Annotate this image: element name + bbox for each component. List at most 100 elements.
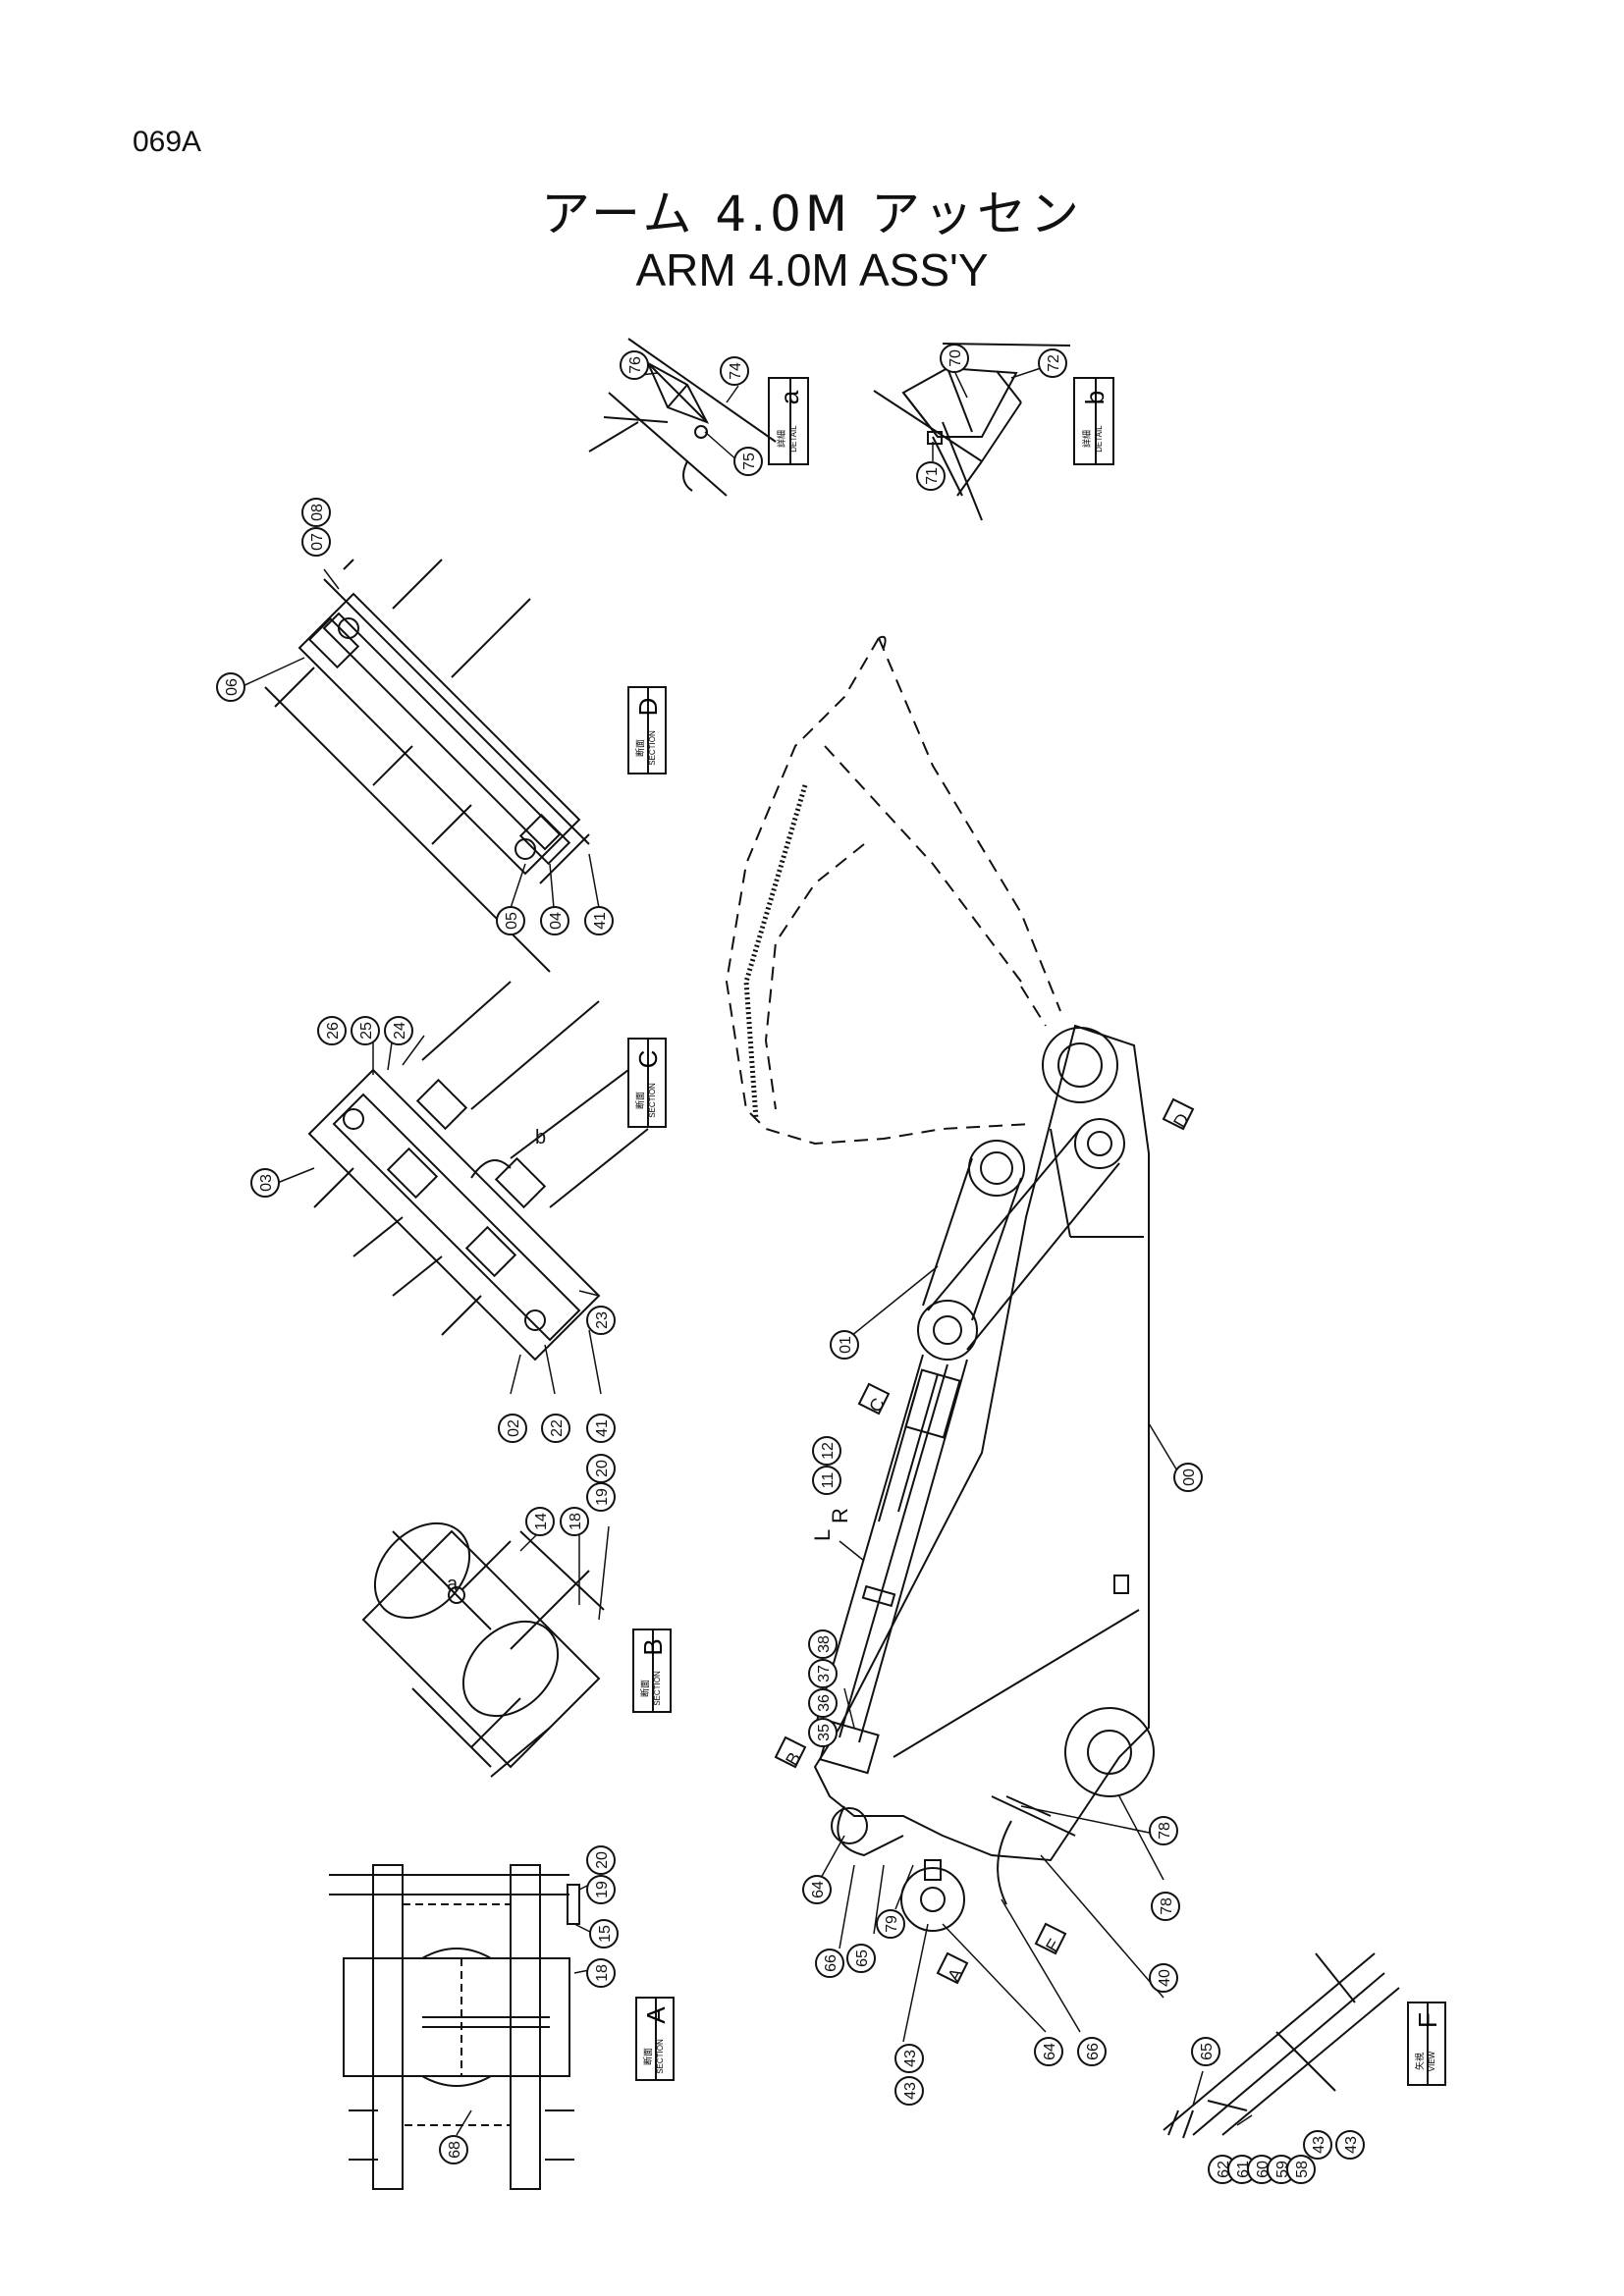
view-caption-letter: A <box>641 2006 671 2024</box>
view-caption-en: SECTION <box>648 730 657 766</box>
callout-circle <box>815 1949 844 1978</box>
view-caption-jp: 矢視 <box>1414 2053 1425 2070</box>
callout-number: 43 <box>1343 2136 1360 2154</box>
callout-15: 15 <box>589 1919 619 1949</box>
view-caption-letter: C <box>633 1050 663 1069</box>
view-arrows <box>774 1097 1195 1985</box>
marker-letter-a: a <box>447 1574 459 1595</box>
callout-number: 00 <box>1181 1468 1198 1486</box>
callout-number: 58 <box>1294 2161 1311 2178</box>
callout-circle <box>560 1507 589 1536</box>
callout-circle <box>586 1454 616 1483</box>
page-title-jp: アーム 4.0M アッセン <box>541 186 1083 242</box>
callout-number: 78 <box>1157 1822 1173 1840</box>
callout-75: 75 <box>733 447 763 476</box>
view-caption-en: SECTION <box>656 2039 665 2074</box>
callout-76: 76 <box>620 350 649 380</box>
callout-36: 36 <box>808 1688 838 1718</box>
callout-65: 65 <box>1191 2037 1220 2066</box>
callout-number: 14 <box>533 1513 550 1530</box>
callout-circle <box>733 447 763 476</box>
callout-number: 11 <box>820 1472 837 1489</box>
arrow-letter-b: B <box>782 1749 804 1769</box>
callout-20: 20 <box>586 1454 616 1483</box>
section-c-label <box>627 1038 667 1128</box>
callout-00: 00 <box>1173 1463 1203 1492</box>
callout-number: 19 <box>594 1488 611 1506</box>
callout-circle <box>1335 2130 1365 2160</box>
callout-circle <box>584 906 614 935</box>
callout-circle <box>586 1845 616 1875</box>
arrow-letter-e: E <box>1042 1936 1064 1955</box>
callout-circle <box>1151 1892 1180 1921</box>
callout-circle <box>541 1414 570 1443</box>
callout-circle <box>439 2135 468 2164</box>
arrow-letter-d: D <box>1169 1110 1193 1131</box>
callout-07: 07 <box>301 527 331 557</box>
callout-number: 38 <box>816 1635 833 1653</box>
callout-number: 25 <box>358 1022 375 1040</box>
bucket-link <box>917 1118 1125 1361</box>
callout-circle <box>808 1629 838 1659</box>
callout-41: 41 <box>586 1414 616 1443</box>
callout-number: 01 <box>838 1336 854 1354</box>
callout-number: 68 <box>447 2141 463 2159</box>
callout-circle <box>1077 2037 1107 2066</box>
callout-circle <box>808 1659 838 1688</box>
callout-number: 36 <box>816 1694 833 1712</box>
callout-06: 06 <box>216 672 245 702</box>
callout-number: 22 <box>549 1419 566 1437</box>
view-caption-letter: a <box>775 390 804 404</box>
callout-circle <box>1034 2037 1063 2066</box>
callout-18: 18 <box>586 1958 616 1988</box>
callout-number: 66 <box>1085 2043 1102 2060</box>
view-caption-en: DETAIL <box>789 425 798 453</box>
callout-number: 64 <box>1042 2043 1058 2060</box>
callout-number: 19 <box>594 1881 611 1898</box>
callout-number: 78 <box>1159 1897 1175 1915</box>
callout-number: 43 <box>902 2082 919 2100</box>
callout-circle <box>808 1688 838 1718</box>
callout-circle <box>1303 2130 1332 2160</box>
callout-number: 76 <box>627 356 644 374</box>
callout-circle <box>586 1414 616 1443</box>
callout-number: 65 <box>1199 2043 1216 2060</box>
callout-43: 43 <box>894 2076 924 2106</box>
callout-circle <box>384 1016 413 1045</box>
callout-70: 70 <box>940 344 969 373</box>
callout-circle <box>720 356 749 386</box>
view-caption-jp: 断面 <box>642 2048 653 2065</box>
callout-65: 65 <box>846 1944 876 1973</box>
callout-circle <box>802 1875 832 1904</box>
callout-circle <box>317 1016 347 1045</box>
bucket-tooth <box>878 635 887 649</box>
callout-66: 66 <box>815 1949 844 1978</box>
callout-number: 43 <box>902 2050 919 2067</box>
detail-a-view <box>588 338 777 497</box>
bucket-outline <box>725 637 1061 1146</box>
callout-43: 43 <box>1335 2130 1365 2160</box>
callout-circle <box>940 344 969 373</box>
marker-letter-b: b <box>535 1127 546 1148</box>
label-L: L <box>810 1529 835 1541</box>
callout-number: 05 <box>504 912 520 930</box>
view-caption-jp: 詳細 <box>1081 430 1092 448</box>
leader-lines <box>240 367 1253 2136</box>
section-d-view <box>264 559 590 973</box>
view-caption-jp: 詳細 <box>776 430 786 448</box>
section-a-view <box>329 1864 580 2190</box>
callout-01: 01 <box>830 1330 859 1360</box>
view-caption-en: SECTION <box>648 1083 657 1118</box>
callout-circle <box>1149 1963 1178 1993</box>
arrow-letter-c: C <box>865 1395 889 1415</box>
detail-a-label <box>768 377 809 465</box>
detail-b-view <box>873 343 1071 521</box>
view-caption-letter: F <box>1413 2012 1442 2028</box>
